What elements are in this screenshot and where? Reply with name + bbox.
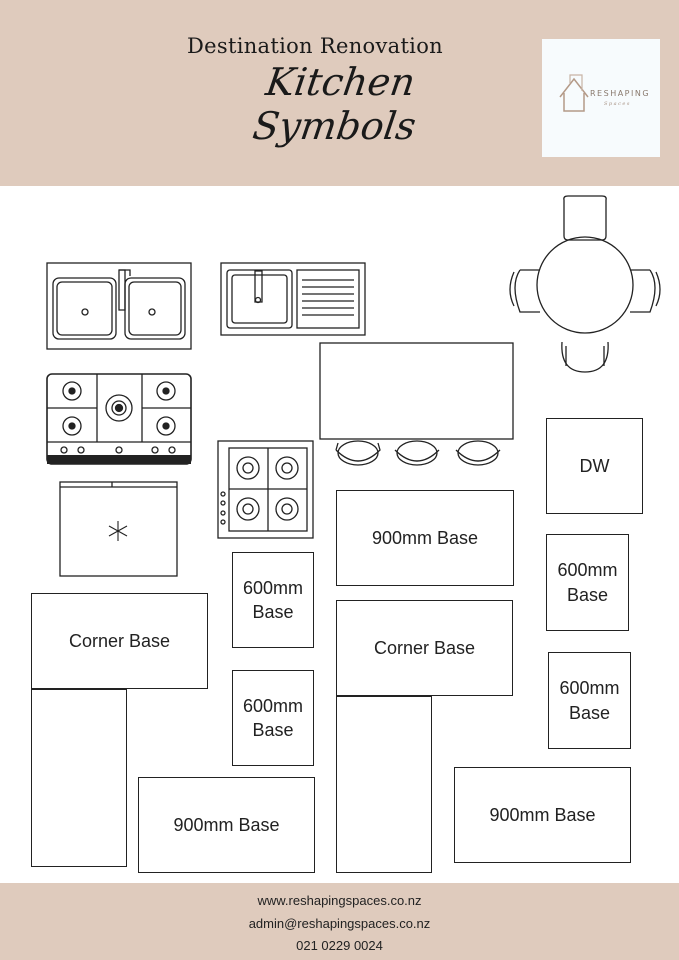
round-table-icon <box>509 195 661 373</box>
footer-phone: 021 0229 0024 <box>296 938 383 953</box>
brand-logo: RESHAPING Spaces <box>542 39 660 157</box>
corner-base-return <box>336 696 432 873</box>
corner-base-unit: Corner Base <box>31 593 208 689</box>
footer-email[interactable]: admin@reshapingspaces.co.nz <box>248 916 431 931</box>
logo-sub: Spaces <box>604 101 631 107</box>
base-900-unit: 900mm Base <box>336 490 514 586</box>
header-band: Destination Renovation Kitchen Symbols R… <box>0 0 679 186</box>
footer-website[interactable]: www.reshapingspaces.co.nz <box>257 893 422 908</box>
island-bench-icon <box>319 342 514 466</box>
logo-wordmark: RESHAPING <box>590 89 651 98</box>
double-sink-icon <box>46 262 192 350</box>
corner-base-unit: Corner Base <box>336 600 513 696</box>
base-900-unit: 900mm Base <box>138 777 315 873</box>
fridge-icon <box>59 481 178 577</box>
dishwasher-unit: DW <box>546 418 643 514</box>
corner-base-return <box>31 689 127 867</box>
base-600-unit: 600mm Base <box>548 652 631 749</box>
sink-drainer-icon <box>220 262 366 336</box>
base-900-unit: 900mm Base <box>454 767 631 863</box>
footer-band: www.reshapingspaces.co.nz admin@reshapin… <box>0 883 679 960</box>
base-600-unit: 600mm Base <box>232 670 314 766</box>
base-600-unit: 600mm Base <box>546 534 629 631</box>
gas-hob-5-burner-icon <box>46 373 192 465</box>
base-600-unit: 600mm Base <box>232 552 314 648</box>
gas-hob-4-burner-icon <box>217 440 314 539</box>
page-title: Destination Renovation <box>187 34 443 58</box>
house-logo-icon <box>559 74 589 112</box>
snowflake-icon <box>108 521 128 541</box>
